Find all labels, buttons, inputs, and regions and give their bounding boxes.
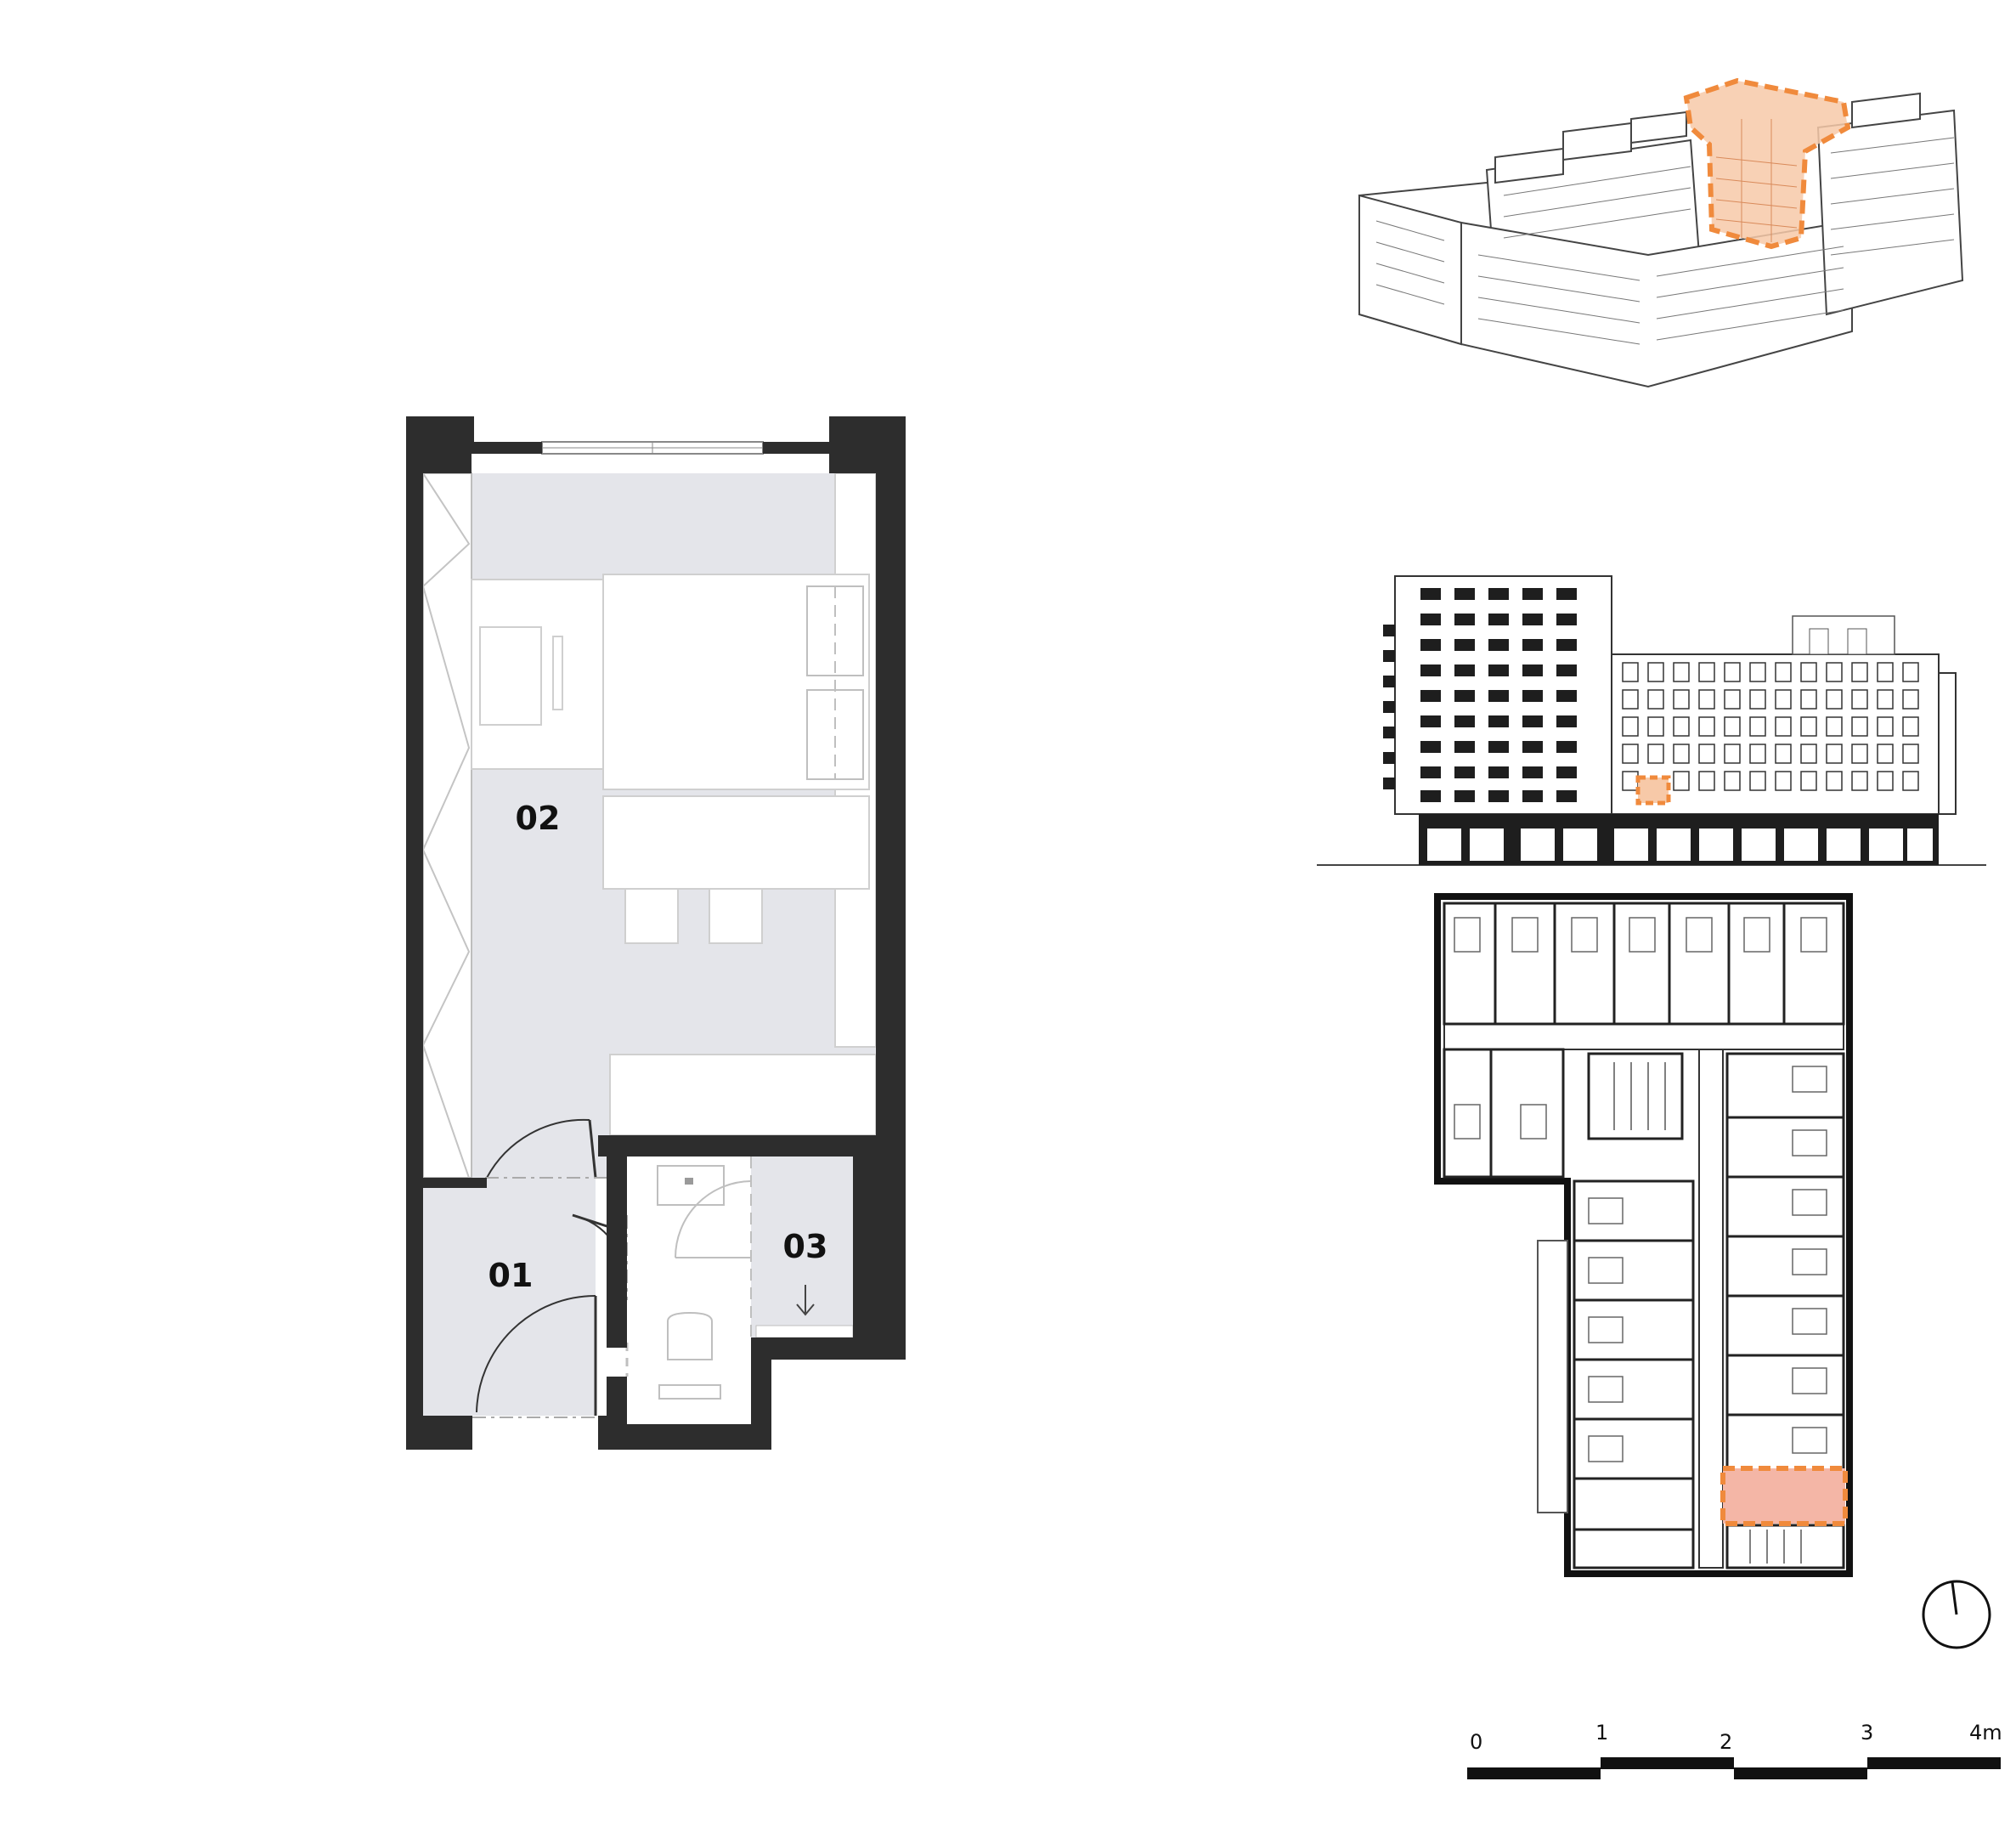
bathroom-fixtures [625, 1157, 752, 1400]
room-label-01: 01 [488, 1257, 534, 1294]
wardrobe [421, 472, 472, 1179]
building-elevation [1317, 575, 1986, 866]
kitchen-counter [609, 1054, 877, 1136]
scale-tick-3: 3 [1861, 1721, 1873, 1745]
table-with-chairs [602, 795, 870, 944]
walls [406, 416, 906, 1450]
room-label-02: 02 [516, 800, 561, 837]
bed [602, 574, 870, 790]
scale-bar: 0 1 2 3 4m [1467, 1721, 2002, 1779]
scale-tick-1: 1 [1595, 1721, 1608, 1745]
scale-tick-4m: 4m [1969, 1721, 2002, 1745]
highlighted-tower [1683, 77, 1851, 250]
highlighted-unit-plan [1720, 1466, 1848, 1526]
toilet-icon [667, 1311, 713, 1360]
scale-tick-2: 2 [1720, 1730, 1732, 1754]
washbasin-icon [657, 1165, 725, 1206]
building-floor-plan [1434, 893, 1853, 1577]
north-arrow-icon [1922, 1580, 1991, 1649]
door-01-02 [485, 1118, 607, 1179]
room-label-03: 03 [783, 1228, 828, 1265]
scale-tick-0: 0 [1470, 1730, 1482, 1754]
entry-door [472, 1295, 598, 1418]
room-01-floor [423, 1178, 596, 1416]
window [541, 441, 764, 455]
down-arrow-icon [796, 1285, 815, 1316]
highlighted-unit-elevation [1635, 775, 1671, 806]
building-axonometric [1358, 77, 1964, 388]
unit-floor-plan: 02 01 03 [406, 416, 906, 1450]
